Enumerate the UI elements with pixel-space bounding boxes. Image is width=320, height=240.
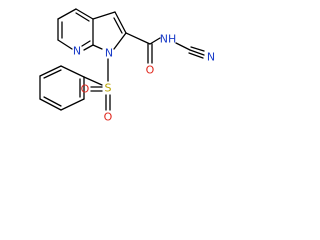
bond-nitrile-1: [189, 49, 205, 56]
bond-s-phenyl: [83, 76, 103, 86]
bond-c3-c2-inner: [113, 17, 123, 34]
atom-n-nitrile-label: N: [207, 51, 215, 64]
bond-c6-n7: [57, 39, 73, 50]
atom-s-sulfonyl: S: [105, 82, 112, 95]
bond-c3-c2: [114, 11, 127, 34]
bond-ph-4-inner: [43, 96, 62, 107]
molecule-diagram: N N NH N O S O O: [0, 0, 240, 139]
bond-c3a-c4: [75, 8, 94, 20]
atom-s-sulfonyl-label: S: [105, 82, 112, 95]
bond-n7-c7a: [83, 44, 94, 51]
bond-nitrile-2: [190, 46, 205, 52]
bond-ph-2-inner: [43, 69, 62, 79]
atom-n-pyridine-label: N: [73, 45, 81, 58]
atom-o-carbonyl-label: O: [146, 64, 155, 77]
atom-n-pyrrole: N: [105, 47, 113, 60]
bond-nitrile-3: [188, 52, 204, 59]
atom-n-nitrile: N: [207, 51, 215, 64]
atom-o-sulfonyl-left-label: O: [81, 83, 90, 96]
bond-c2-carbonyl: [125, 32, 151, 45]
atom-nh-amide: NH: [160, 33, 177, 46]
bond-c3a-c4-inner: [75, 12, 90, 22]
atom-nh-amide-label: NH: [160, 33, 177, 46]
bond-c2-n1: [113, 32, 127, 50]
bond-ph-1: [60, 65, 85, 78]
bond-ph-2: [39, 65, 62, 77]
bond-c4-c5: [57, 8, 77, 20]
bond-ph-5: [60, 98, 85, 111]
atom-o-sulfonyl-bottom-label: O: [104, 111, 113, 124]
bond-nh-cn: [175, 42, 191, 51]
bond-c3a-c3: [92, 11, 116, 20]
bond-n1-c7a: [92, 44, 103, 50]
bond-ph-4: [39, 98, 62, 111]
atom-o-sulfonyl-bottom: O: [104, 111, 113, 124]
atom-o-sulfonyl-left: O: [81, 83, 90, 96]
atom-o-carbonyl: O: [146, 64, 155, 77]
atom-n-pyrrole-label: N: [105, 47, 113, 60]
bond-carbonyl-nh: [149, 37, 161, 45]
atom-n-pyridine: N: [73, 45, 81, 58]
molecule-structure: N N NH N O S O O: [39, 8, 215, 124]
bond-n7-c7a-inner: [81, 40, 91, 47]
